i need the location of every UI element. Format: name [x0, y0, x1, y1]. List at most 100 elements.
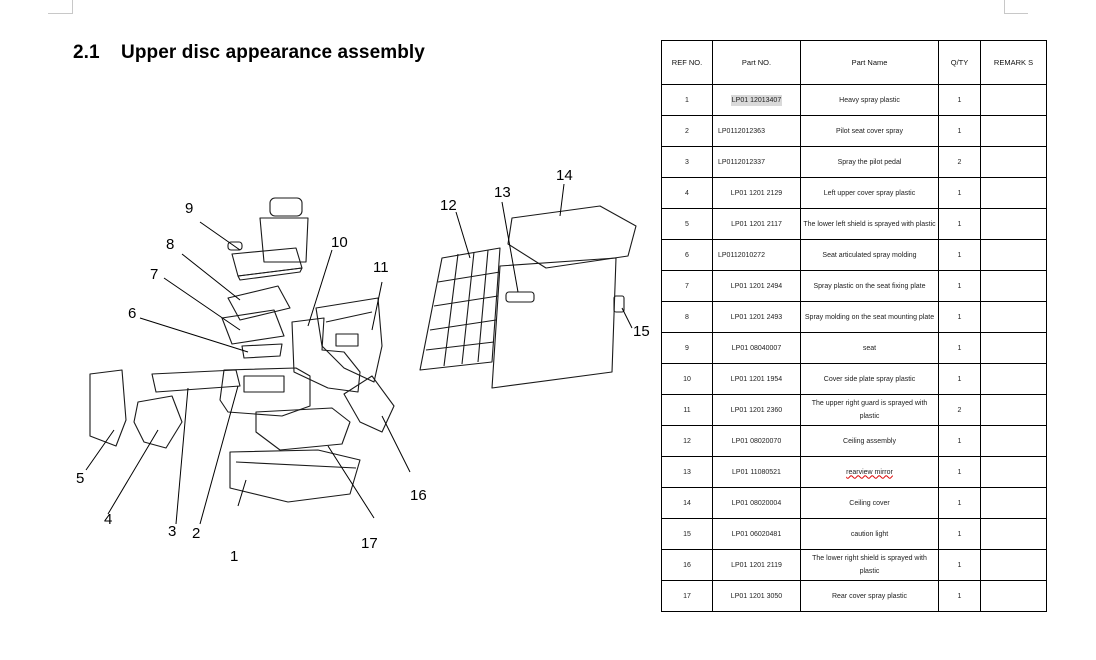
cell-ref: 16: [661, 549, 713, 581]
table-row: 17 LP01 1201 3050 Rear cover spray plast…: [661, 580, 1047, 612]
cell-ref: 14: [661, 487, 713, 519]
cell-part-no: LP01 1201 2119: [712, 549, 801, 581]
callout-5: 5: [76, 470, 84, 487]
cell-qty: 1: [938, 425, 981, 457]
crop-mark-top-left-h: [48, 13, 73, 14]
cell-qty: 1: [938, 456, 981, 488]
table-row: 9 LP01 08040007 seat 1: [661, 332, 1047, 364]
crop-mark-top-right-v: [1004, 0, 1005, 13]
callout-7: 7: [150, 266, 158, 283]
cell-ref: 10: [661, 363, 713, 395]
callout-12: 12: [440, 197, 457, 214]
cell-part-no: LP0112012363: [712, 115, 801, 147]
exploded-assembly-diagram: 1 2 3 4 5 6 7 8 9 10 11 12 13 14 15 16 1…: [76, 167, 650, 565]
callout-11: 11: [373, 259, 389, 276]
callout-17: 17: [361, 535, 378, 552]
table-row: 6 LP0112010272 Seat articulated spray mo…: [661, 239, 1047, 271]
cell-ref: 4: [661, 177, 713, 209]
cell-part-no: LP01 08020004: [712, 487, 801, 519]
cell-ref: 7: [661, 270, 713, 302]
callout-10: 10: [331, 234, 348, 251]
table-row: 13 LP01 11080521 rearview mirror 1: [661, 456, 1047, 488]
cell-name: caution light: [800, 518, 939, 550]
cell-part-no: LP01 1201 2493: [712, 301, 801, 333]
rearview-mirror-drawing: [505, 291, 535, 303]
cell-part-no: LP0112012337: [712, 146, 801, 178]
cell-remark: [980, 270, 1047, 302]
caution-light-drawing: [613, 295, 625, 313]
lower-right-shield-drawing: [343, 375, 395, 433]
lower-left-shield-drawing: [89, 369, 127, 447]
callout-15: 15: [633, 323, 650, 340]
header-ref-no: REF NO.: [661, 40, 713, 85]
callout-2: 2: [192, 525, 200, 542]
cell-name: Heavy spray plastic: [800, 84, 939, 116]
cell-part-no: LP01 1201 2494: [712, 270, 801, 302]
cell-name: Spray the pilot pedal: [800, 146, 939, 178]
callout-4: 4: [104, 511, 112, 528]
table-row: 10 LP01 1201 1954 Cover side plate spray…: [661, 363, 1047, 395]
cell-qty: 1: [938, 580, 981, 612]
cell-remark: [980, 394, 1047, 426]
cab-body-drawing: [491, 257, 617, 389]
callout-8: 8: [166, 236, 174, 253]
cell-remark: [980, 115, 1047, 147]
cell-remark: [980, 208, 1047, 240]
cell-qty: 1: [938, 84, 981, 116]
cell-ref: 11: [661, 394, 713, 426]
cell-qty: 1: [938, 332, 981, 364]
callout-14: 14: [556, 167, 573, 184]
cell-remark: [980, 363, 1047, 395]
table-row: 11 LP01 1201 2360 The upper right guard …: [661, 394, 1047, 426]
cell-name: rearview mirror: [800, 456, 939, 488]
header-part-no: Part NO.: [712, 40, 801, 85]
cell-part-no: LP01 11080521: [712, 456, 801, 488]
cell-ref: 15: [661, 518, 713, 550]
ceiling-frame-drawing: [419, 247, 501, 371]
crop-mark-top-right-h: [1004, 13, 1028, 14]
seat-fixing-plate-drawing: [221, 309, 285, 345]
cell-ref: 3: [661, 146, 713, 178]
crop-mark-top-left-v: [72, 0, 73, 13]
cell-remark: [980, 580, 1047, 612]
header-part-name: Part Name: [800, 40, 939, 85]
pilot-seat-cover-drawing: [219, 367, 311, 417]
header-remarks: REMARK S: [980, 40, 1047, 85]
cell-qty: 1: [938, 301, 981, 333]
assembly-drawing: [89, 197, 637, 503]
cell-remark: [980, 456, 1047, 488]
cell-name: Cover side plate spray plastic: [800, 363, 939, 395]
table-row: 16 LP01 1201 2119 The lower right shield…: [661, 549, 1047, 581]
cell-name: Ceiling cover: [800, 487, 939, 519]
cell-part-no: LP01 08040007: [712, 332, 801, 364]
cell-name: Left upper cover spray plastic: [800, 177, 939, 209]
cell-ref: 2: [661, 115, 713, 147]
cell-part-no: LP0112010272: [712, 239, 801, 271]
cell-remark: [980, 84, 1047, 116]
left-upper-cover-drawing: [133, 395, 183, 449]
cell-qty: 1: [938, 208, 981, 240]
cell-remark: [980, 239, 1047, 271]
leader-lines: [85, 183, 633, 525]
table-header-row: REF NO. Part NO. Part Name Q/TY REMARK S: [661, 40, 1047, 85]
cell-name: Seat articulated spray molding: [800, 239, 939, 271]
cell-qty: 1: [938, 270, 981, 302]
cell-name: Rear cover spray plastic: [800, 580, 939, 612]
rear-cover-drawing: [229, 449, 361, 503]
table-row: 14 LP01 08020004 Ceiling cover 1: [661, 487, 1047, 519]
section-title: Upper disc appearance assembly: [121, 42, 425, 63]
cell-part-no: LP01 08020070: [712, 425, 801, 457]
header-qty: Q/TY: [938, 40, 981, 85]
table-row: 7 LP01 1201 2494 Spray plastic on the se…: [661, 270, 1047, 302]
cell-part-no: LP01 1201 3050: [712, 580, 801, 612]
cell-ref: 12: [661, 425, 713, 457]
cell-ref: 13: [661, 456, 713, 488]
cell-name: The lower left shield is sprayed with pl…: [800, 208, 939, 240]
cell-name: Pilot seat cover spray: [800, 115, 939, 147]
cell-remark: [980, 487, 1047, 519]
ceiling-cover-drawing: [507, 205, 637, 269]
table-row: 15 LP01 06020481 caution light 1: [661, 518, 1047, 550]
callout-1: 1: [230, 548, 238, 565]
right-side-guards-drawing: [291, 297, 383, 393]
